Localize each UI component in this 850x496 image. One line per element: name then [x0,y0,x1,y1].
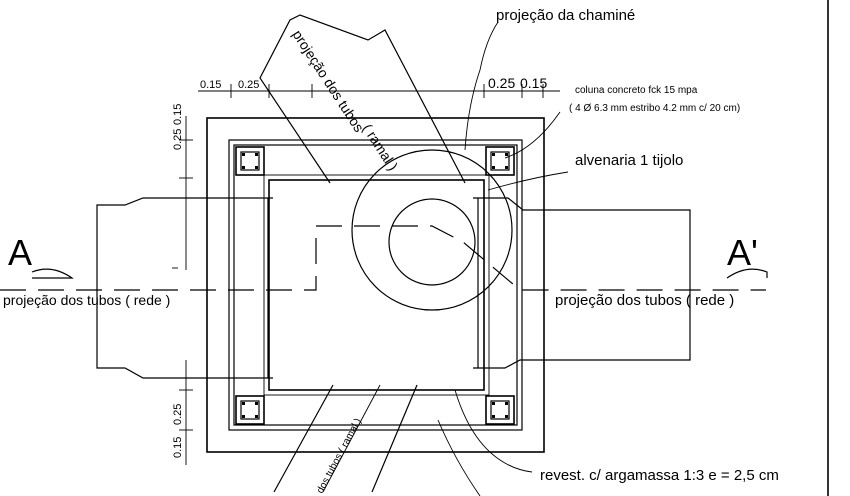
svg-text:A': A' [727,232,758,273]
chimney-inner-circle [388,198,476,286]
inner-render-line [263,174,490,396]
label-render: revest. c/ argamassa 1:3 e = 2,5 cm [540,467,779,484]
svg-text:0.15: 0.15 [172,437,184,458]
main-pipe-left [96,197,273,379]
svg-text:0.15: 0.15 [172,104,184,125]
leader-lines [437,21,569,496]
dimension-top: 0.15 0.25 0.25 0.15 [198,75,560,98]
chimney-outer-circle [351,149,513,311]
label-column-title: coluna concreto fck 15 mpa [575,85,698,96]
branch-pipe-top [259,14,466,184]
svg-text:0.15: 0.15 [520,75,547,91]
section-marker-right: A' [726,232,768,279]
concrete-column-top-left [235,146,265,176]
concrete-column-bottom-right [485,395,515,425]
outer-render-outline [206,117,545,453]
label-pipes-top-branch: ( ramal ) [359,121,401,173]
label-pipes-right: projeção dos tubos ( rede ) [555,292,734,309]
label-masonry: alvenaria 1 tijolo [575,152,683,169]
svg-text:0.25: 0.25 [488,75,515,91]
section-marker-left: A [8,232,74,279]
section-line [0,225,766,291]
svg-text:0.25: 0.25 [172,404,184,425]
concrete-column-top-right [485,146,515,176]
outer-wall-inner-line [233,144,518,426]
label-chimney-projection: projeção da chaminé [496,7,635,24]
concrete-column-bottom-left [235,395,265,425]
label-pipes-bottom: dos tubos ( ramal ) [315,417,364,496]
label-pipes-left: projeção dos tubos ( rede ) [3,292,170,308]
main-pipe-right [473,197,691,369]
inner-chamber-outline [268,179,485,391]
svg-text:0.25: 0.25 [172,129,184,150]
outer-wall-face [228,139,523,431]
label-column-detail: ( 4 Ø 6.3 mm estribo 4.2 mm c/ 20 cm) [569,103,740,114]
dimension-left: 0.25 0.15 0.15 0.25 [172,104,193,465]
svg-text:0.15: 0.15 [200,79,221,91]
svg-text:0.25: 0.25 [238,79,259,91]
branch-pipe-bottom [273,384,418,493]
svg-text:A: A [8,232,32,273]
